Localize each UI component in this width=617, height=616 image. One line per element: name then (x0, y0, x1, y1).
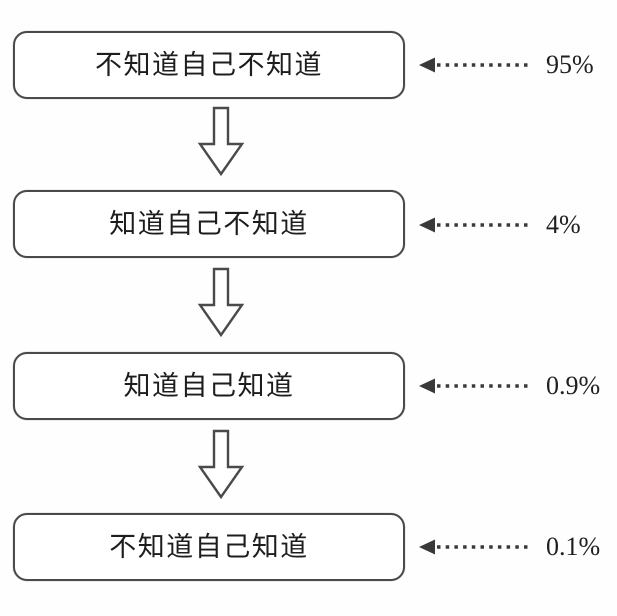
dotted-left-arrow-icon-3 (418, 377, 533, 395)
callout-row-3: 0.9% (418, 369, 617, 403)
callout-row-4: 0.1% (418, 530, 617, 564)
down-block-arrow-icon-2 (196, 267, 246, 339)
stage-label-2: 知道自己不知道 (109, 208, 309, 239)
percent-label-1: 95% (546, 50, 594, 79)
stage-box-1[interactable]: 不知道自己不知道 (13, 31, 405, 99)
percent-label-4: 0.1% (546, 532, 601, 561)
stage-label-3: 知道自己知道 (123, 370, 295, 401)
dotted-left-arrow-icon-2 (418, 216, 533, 234)
percent-label-2: 4% (546, 210, 581, 239)
stage-box-2[interactable]: 知道自己不知道 (13, 190, 405, 258)
stage-label-4: 不知道自己知道 (109, 531, 309, 562)
down-block-arrow-icon-3 (196, 429, 246, 501)
dotted-left-arrow-icon-1 (418, 56, 533, 74)
stage-label-1: 不知道自己不知道 (95, 49, 323, 80)
dotted-left-arrow-icon-4 (418, 538, 533, 556)
callout-row-1: 95% (418, 48, 617, 82)
callout-row-2: 4% (418, 208, 617, 242)
stage-box-4[interactable]: 不知道自己知道 (13, 513, 405, 581)
down-block-arrow-icon-1 (196, 106, 246, 178)
stage-box-3[interactable]: 知道自己知道 (13, 352, 405, 420)
percent-label-3: 0.9% (546, 371, 601, 400)
